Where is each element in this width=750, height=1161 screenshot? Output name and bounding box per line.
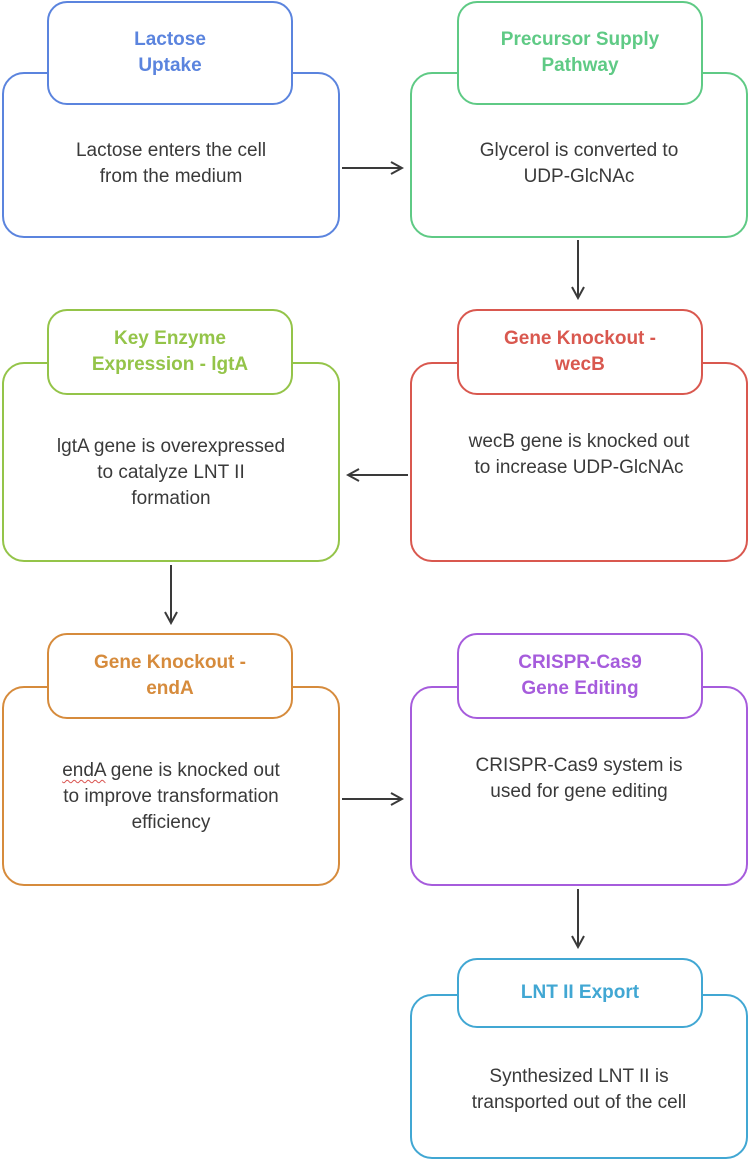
node-description: endA gene is knocked out to improve tran… bbox=[26, 736, 316, 836]
misspelled-word: endA bbox=[62, 760, 106, 781]
node-title: Lactose Uptake bbox=[134, 29, 206, 76]
node-card: endA gene is knocked out to improve tran… bbox=[2, 686, 340, 886]
node-title: Gene Knockout - wecB bbox=[503, 328, 656, 375]
node-card: CRISPR-Cas9 system is used for gene edit… bbox=[410, 686, 748, 886]
node-title-tab: Gene Knockout - wecB bbox=[457, 309, 703, 395]
node-title-tab: CRISPR-Cas9 Gene Editing bbox=[457, 633, 703, 719]
node-description: CRISPR-Cas9 system is used for gene edit… bbox=[475, 755, 683, 802]
node-description-rest: gene is knocked out to improve transform… bbox=[63, 760, 280, 833]
node-title-tab: Precursor Supply Pathway bbox=[457, 1, 703, 105]
node-description: Glycerol is converted to UDP-GlcNAc bbox=[479, 140, 679, 187]
node-title-tab: Key Enzyme Expression - lgtA bbox=[47, 309, 293, 395]
node-card: lgtA gene is overexpressed to catalyze L… bbox=[2, 362, 340, 562]
node-title-tab: Lactose Uptake bbox=[47, 1, 293, 105]
node-description: Lactose enters the cell from the medium bbox=[75, 140, 267, 187]
node-title: LNT II Export bbox=[520, 982, 640, 1003]
node-description: wecB gene is knocked out to increase UDP… bbox=[468, 431, 690, 478]
node-description: Synthesized LNT II is transported out of… bbox=[471, 1065, 687, 1113]
node-description: lgtA gene is overexpressed to catalyze L… bbox=[56, 436, 286, 509]
node-title: Gene Knockout - endA bbox=[93, 652, 246, 699]
node-title-tab: Gene Knockout - endA bbox=[47, 633, 293, 719]
node-title-tab: LNT II Export bbox=[457, 958, 703, 1028]
node-title: Key Enzyme Expression - lgtA bbox=[91, 328, 249, 375]
node-title: CRISPR-Cas9 Gene Editing bbox=[518, 652, 642, 699]
node-title: Precursor Supply Pathway bbox=[500, 29, 660, 76]
